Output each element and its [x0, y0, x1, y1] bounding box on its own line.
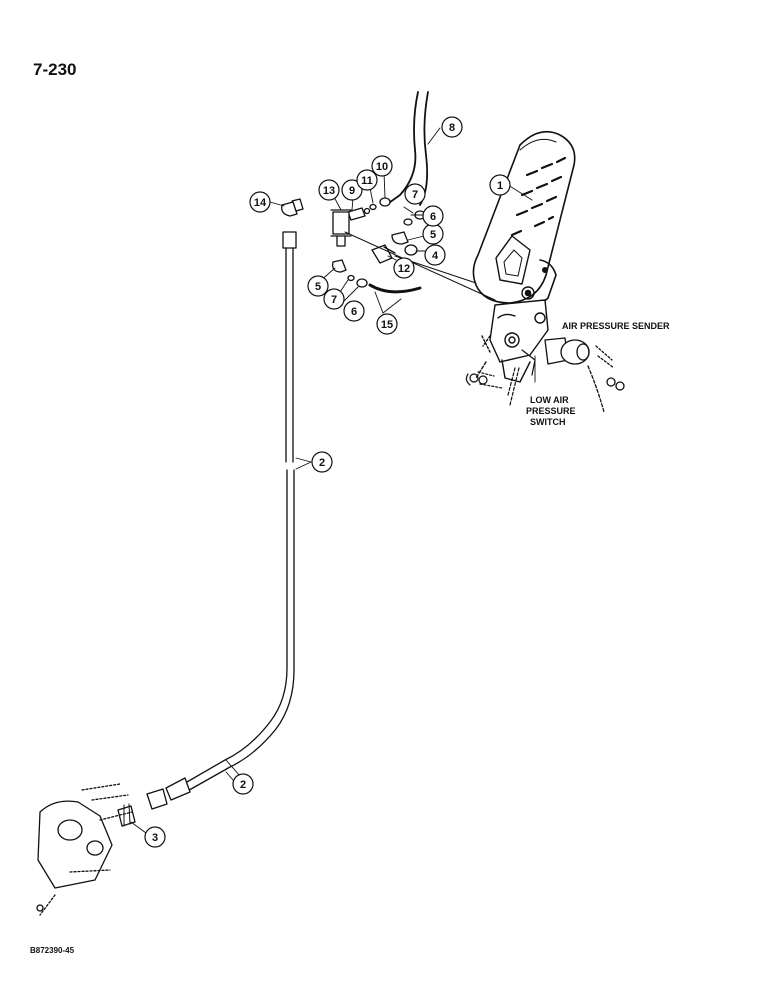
- tubing-line: [344, 231, 496, 301]
- low-air-label-line2: PRESSURE: [526, 406, 576, 416]
- fitting-3: [117, 803, 136, 827]
- callout-6: 6: [430, 211, 436, 223]
- callout-5: 5: [315, 281, 321, 293]
- callout-circles: [144, 116, 511, 848]
- relay-valve: [36, 783, 133, 916]
- callout-4: 4: [432, 250, 439, 262]
- callout-7: 7: [331, 294, 337, 306]
- callout-12: 12: [398, 263, 410, 275]
- callout-14: 14: [254, 197, 267, 209]
- callout-9: 9: [349, 185, 355, 197]
- callout-11: 11: [361, 175, 373, 187]
- fittings-cluster: [281, 197, 426, 294]
- tube-2: [146, 231, 297, 810]
- callout-6: 6: [351, 306, 357, 318]
- page-number: 7-230: [33, 60, 77, 79]
- callout-1: 1: [497, 180, 503, 192]
- low-air-label-line1: LOW AIR: [530, 395, 569, 405]
- callout-10: 10: [376, 161, 388, 173]
- callout-3: 3: [152, 832, 158, 844]
- callout-8: 8: [449, 122, 455, 134]
- brake-pedal: [472, 130, 576, 315]
- callout-13: 13: [323, 185, 335, 197]
- callout-2: 2: [319, 457, 325, 469]
- callout-2: 2: [240, 779, 246, 791]
- callout-15: 15: [381, 319, 393, 331]
- brake-valve: [475, 299, 549, 383]
- air-pressure-sender-label: AIR PRESSURE SENDER: [562, 321, 670, 331]
- figure-id: B872390-45: [30, 946, 75, 955]
- air-pressure-sender: [544, 337, 625, 413]
- low-air-label-line3: SWITCH: [530, 417, 566, 427]
- callout-7: 7: [412, 189, 418, 201]
- callout-5: 5: [430, 229, 436, 241]
